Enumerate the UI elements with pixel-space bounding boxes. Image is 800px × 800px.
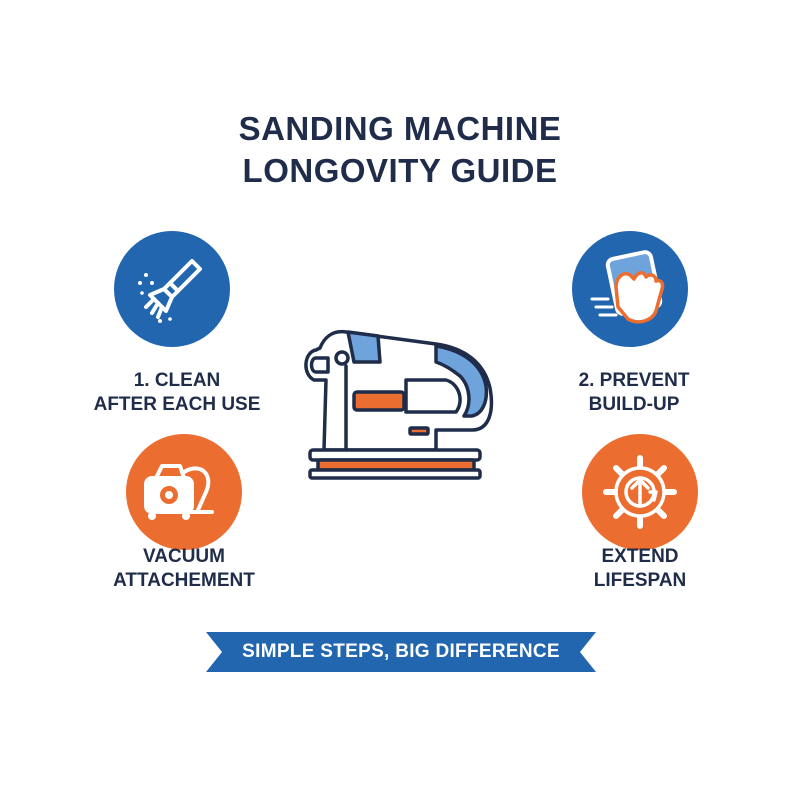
title-line-2: LONGOVITY GUIDE <box>242 152 558 189</box>
prevent-step-badge <box>572 231 688 347</box>
clean-step-line-2: AFTER EACH USE <box>93 394 261 415</box>
vacuum-step-label: VACUUM ATTACHEMENT <box>74 545 294 593</box>
wiping-hand-icon <box>590 250 665 324</box>
lifespan-step-badge <box>582 434 698 550</box>
banner-text: SIMPLE STEPS, BIG DIFFERENCE <box>242 641 560 662</box>
vacuum-step-badge <box>126 434 242 550</box>
vacuum-step-line-2: ATTACHEMENT <box>113 570 255 591</box>
brush-icon <box>138 259 202 323</box>
prevent-step-line-2: BUILD-UP <box>588 394 680 415</box>
vacuum-icon <box>144 464 214 520</box>
title-line-1: SANDING MACHINE <box>238 110 562 147</box>
clean-step-badge <box>114 231 230 347</box>
summary-banner: SIMPLE STEPS, BIG DIFFERENCE <box>206 628 596 676</box>
gear-arrow-icon <box>603 455 677 529</box>
clean-step-label: 1. CLEAN AFTER EACH USE <box>67 369 287 417</box>
lifespan-step-line-1: EXTEND <box>601 546 679 567</box>
prevent-step-line-1: 2. PREVENT <box>578 370 690 391</box>
sanding-machine-icon <box>304 329 494 480</box>
sanding-machine-illustration <box>296 318 502 486</box>
clean-step-line-1: 1. CLEAN <box>133 370 221 391</box>
lifespan-step-label: EXTEND LIFESPAN <box>530 545 750 593</box>
ribbon-shape <box>206 632 596 672</box>
prevent-step-label: 2. PREVENT BUILD-UP <box>524 369 744 417</box>
lifespan-step-line-2: LIFESPAN <box>593 570 687 591</box>
vacuum-step-line-1: VACUUM <box>143 546 225 567</box>
page-title: SANDING MACHINE LONGOVITY GUIDE <box>0 108 800 192</box>
